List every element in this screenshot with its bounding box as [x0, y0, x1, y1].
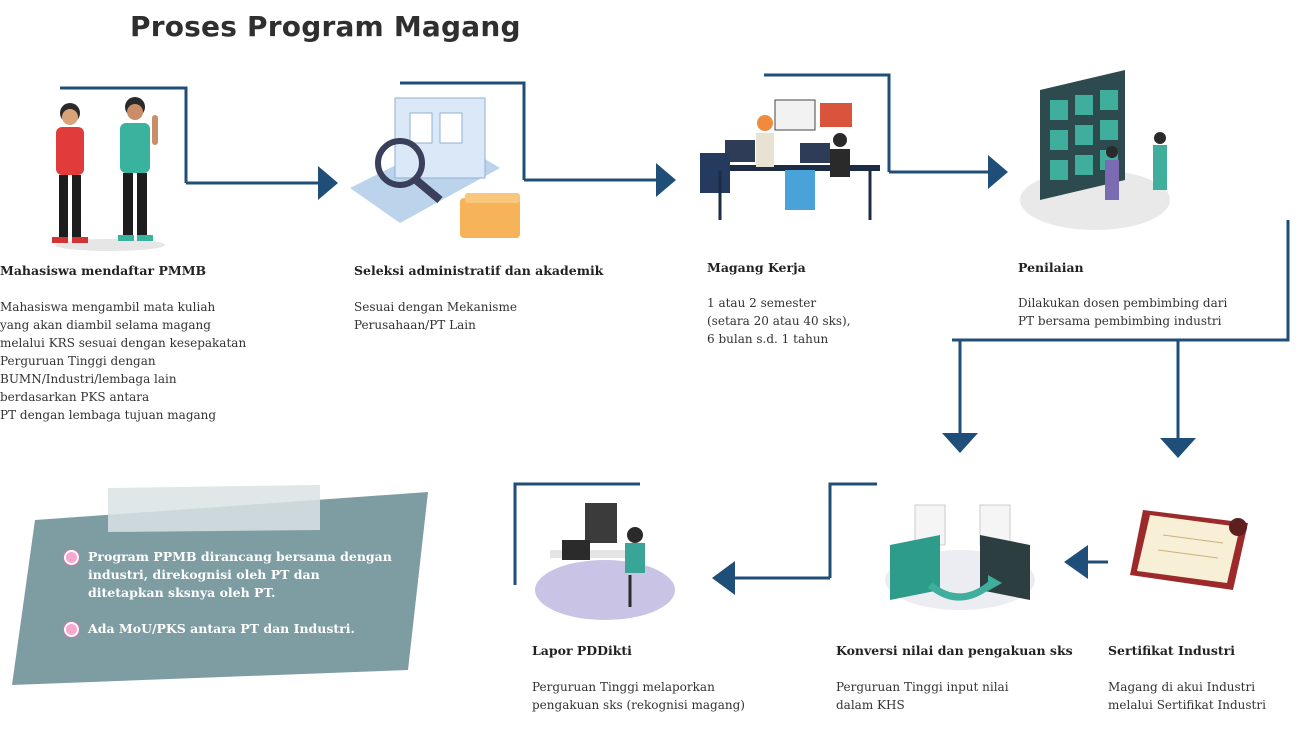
arrow-down-1: [942, 433, 978, 453]
step-desc: Magang di akui Industri melalui Sertifik…: [1108, 680, 1266, 712]
bracket-step-1: [60, 86, 188, 183]
arrow-down-2: [1160, 438, 1196, 458]
office-work-illustration-icon: [700, 99, 880, 220]
data-transfer-illustration-icon: [885, 504, 1035, 610]
note-item: Program PPMB dirancang bersama dengan in…: [88, 549, 392, 600]
note-panel-bg: [12, 485, 428, 685]
students-illustration-icon: [52, 97, 165, 251]
step-title: Konversi nilai dan pengakuan sks: [836, 643, 1073, 658]
arrow-right-2: [656, 163, 676, 197]
step-title: Sertifikat Industri: [1108, 643, 1235, 658]
step-desc: Dilakukan dosen pembimbing dari PT bersa…: [1018, 296, 1228, 328]
bracket-step-6: [828, 482, 877, 578]
arrow-right-3: [988, 155, 1008, 189]
note-item: Ada MoU/PKS antara PT dan Industri.: [88, 621, 355, 636]
step-desc: Mahasiswa mengambil mata kuliah yang aka…: [0, 300, 247, 422]
arrow-left-2: [712, 561, 735, 595]
reporting-desk-illustration-icon: [535, 503, 675, 620]
bullet-dot: [64, 550, 79, 565]
step-desc: 1 atau 2 semester (setara 20 atau 40 sks…: [707, 296, 851, 346]
bracket-step-7: [513, 482, 640, 585]
step-title: Penilaian: [1018, 260, 1084, 275]
bracket-step-2: [400, 81, 526, 180]
step-title: Seleksi administratif dan akademik: [354, 263, 604, 278]
arrow-left-1: [1064, 545, 1088, 579]
arrow-right-1: [318, 166, 338, 200]
step-title: Mahasiswa mendaftar PMMB: [0, 263, 207, 278]
step-title: Lapor PDDikti: [532, 643, 632, 658]
page-title: Proses Program Magang: [130, 10, 521, 43]
step-desc: Perguruan Tinggi melaporkan pengakuan sk…: [532, 680, 745, 712]
bullet-dot: [64, 622, 79, 637]
evaluation-board-illustration-icon: [1020, 70, 1170, 230]
step-desc: Perguruan Tinggi input nilai dalam KHS: [836, 680, 1009, 712]
certificate-illustration-icon: [1130, 510, 1248, 590]
document-search-illustration-icon: [350, 97, 520, 238]
step-desc: Sesuai dengan Mekanisme Perusahaan/PT La…: [354, 300, 517, 332]
bracket-step-3: [764, 73, 891, 172]
step-title: Magang Kerja: [707, 260, 806, 275]
